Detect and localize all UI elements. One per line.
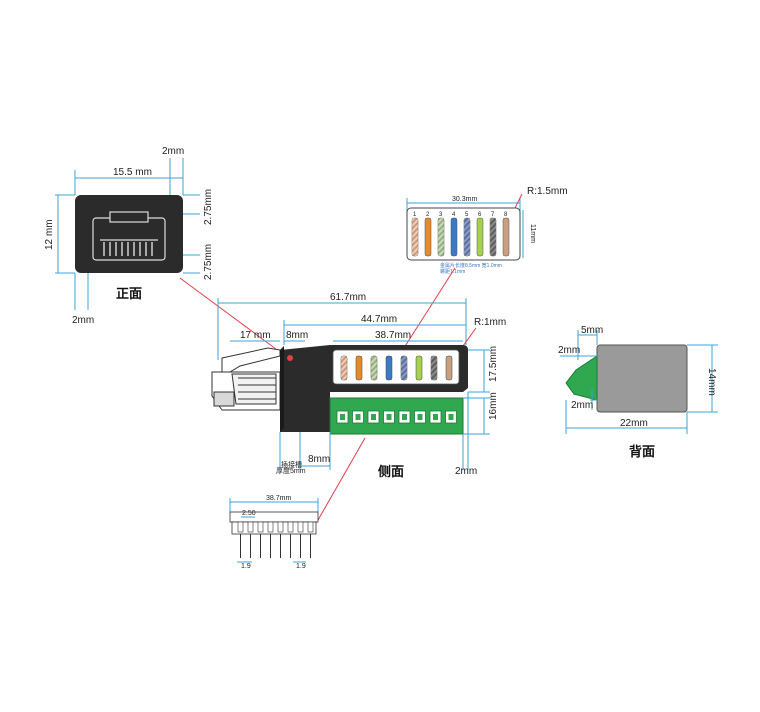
side-dim-bottom-right: 2mm <box>455 466 477 477</box>
top-pin-number-5: 5 <box>465 212 469 218</box>
pin-head-2 <box>247 521 254 533</box>
terminal-screw-slot-3 <box>371 414 376 420</box>
terminal-screws <box>336 410 457 424</box>
pin-head-4 <box>267 521 274 533</box>
side-dim-height-top: 17.5mm <box>488 346 499 382</box>
side-window <box>332 349 460 385</box>
pin-detail: 38.7mm 2.50 1.9 1.9 <box>229 495 319 570</box>
top-wire-2 <box>424 217 432 257</box>
top-pin-number-7: 7 <box>491 212 495 218</box>
side-dim-body: 44.7mm <box>361 314 397 325</box>
top-wire-4 <box>450 217 458 257</box>
terminal-screw-slot-5 <box>402 414 407 420</box>
top-wire-stripe-5 <box>464 218 470 256</box>
side-wire-stripe-7 <box>431 356 437 380</box>
front-label: 正面 <box>116 286 142 301</box>
top-pin-number-8: 8 <box>504 212 508 218</box>
back-green-tab <box>565 355 598 401</box>
side-dim-step: 8mm <box>286 330 308 341</box>
front-dim-top-gap: 2mm <box>162 146 184 157</box>
top-wire-6 <box>476 217 484 257</box>
back-dim-width: 22mm <box>620 418 648 429</box>
side-red-marker <box>287 355 293 361</box>
back-dim-top: 5mm <box>581 325 603 336</box>
side-wire-8 <box>445 355 453 381</box>
terminal-screw-slot-4 <box>386 414 392 420</box>
top-pin-number-4: 4 <box>452 212 456 218</box>
top-wire-stripe-7 <box>490 218 496 256</box>
pin-head-3 <box>257 521 264 533</box>
front-dim-right-bottom: 2.75mm <box>203 244 214 280</box>
side-dim-note-2: 厚度5mm <box>276 466 306 475</box>
pin-head-8 <box>307 521 314 533</box>
top-view-pin-numbers: 1 2 3 4 5 6 7 8 <box>413 212 508 218</box>
top-view: 30.3mm R:1.5mm 11mm 1 2 3 4 5 6 7 8 金属片长度8.5mm … <box>406 186 568 275</box>
side-view: 61.7mm 44.7mm 38.7mm 17 mm 8mm R:1mm <box>211 292 506 479</box>
top-view-dim-height: 11mm <box>529 224 536 243</box>
terminal-screw-slot-8 <box>448 414 454 420</box>
front-dim-width: 15.5 mm <box>113 167 152 178</box>
back-body <box>596 344 688 413</box>
top-wire-stripe-1 <box>412 218 418 256</box>
back-view: 5mm 2mm 2mm 22mm 14mm 背面 <box>558 325 718 459</box>
side-dim-height-green: 16mm <box>488 392 499 420</box>
side-dim-window: 38.7mm <box>375 330 411 341</box>
side-wires <box>340 355 453 381</box>
front-leader-line <box>179 277 289 359</box>
side-dim-radius: R:1mm <box>474 317 506 328</box>
pin-legs <box>237 521 314 558</box>
side-dim-bottom-left: 8mm <box>308 454 330 465</box>
front-dim-bottom-left: 2mm <box>72 315 94 326</box>
side-wire-stripe-3 <box>371 356 377 380</box>
pins-dim-width: 38.7mm <box>266 495 291 502</box>
rj45-plug-latch <box>211 347 281 411</box>
pins-dim-pitch: 2.50 <box>242 510 256 517</box>
top-view-wires <box>411 217 510 257</box>
side-wire-2 <box>355 355 363 381</box>
terminal-screw-slot-2 <box>355 414 361 420</box>
side-leader-line <box>317 437 366 521</box>
side-label: 侧面 <box>378 464 404 479</box>
pins-dim-bottom-right: 1.9 <box>296 563 306 570</box>
top-pin-number-1: 1 <box>413 212 417 218</box>
back-label: 背面 <box>629 444 655 459</box>
pin-head-5 <box>277 521 284 533</box>
top-pin-number-3: 3 <box>439 212 443 218</box>
front-body <box>75 195 183 273</box>
side-wire-stripe-5 <box>401 356 407 380</box>
pin-head-7 <box>297 521 304 533</box>
side-wire-stripe-1 <box>341 356 347 380</box>
top-view-note-line1: 金属片长度8.5mm 宽1.0mm <box>440 262 502 269</box>
side-wire-6 <box>415 355 423 381</box>
back-dim-left-top: 2mm <box>558 345 580 356</box>
side-dim-note-1: 插接槽 <box>281 460 302 469</box>
terminal-screw-slot-7 <box>433 414 438 420</box>
top-pin-number-2: 2 <box>426 212 430 218</box>
rj45-port-icon <box>92 211 166 261</box>
front-view: 15.5 mm 2mm 2.75mm 2.75mm 12 mm 2mm 正面 <box>44 146 214 326</box>
side-wire-4 <box>385 355 393 381</box>
pin-head-1 <box>237 521 244 533</box>
terminal-screw-slot-1 <box>340 414 345 420</box>
top-pin-number-6: 6 <box>478 212 482 218</box>
terminal-screw-slot-6 <box>417 414 423 420</box>
top-wire-8 <box>502 217 510 257</box>
side-dim-total: 61.7mm <box>330 292 366 303</box>
top-view-dim-width: 30.3mm <box>452 196 477 203</box>
green-terminal-block <box>329 397 464 435</box>
front-dim-right-top: 2.75mm <box>203 189 214 225</box>
back-dim-left-bottom: 2mm <box>571 400 593 411</box>
pins-dim-bottom-left: 1.9 <box>241 563 251 570</box>
top-view-dim-radius: R:1.5mm <box>527 186 568 197</box>
top-wire-stripe-3 <box>438 218 444 256</box>
back-dim-height: 14mm <box>706 368 717 396</box>
side-dim-plug: 17 mm <box>240 330 271 341</box>
pin-head-6 <box>287 521 294 533</box>
front-dim-height: 12 mm <box>44 219 55 250</box>
